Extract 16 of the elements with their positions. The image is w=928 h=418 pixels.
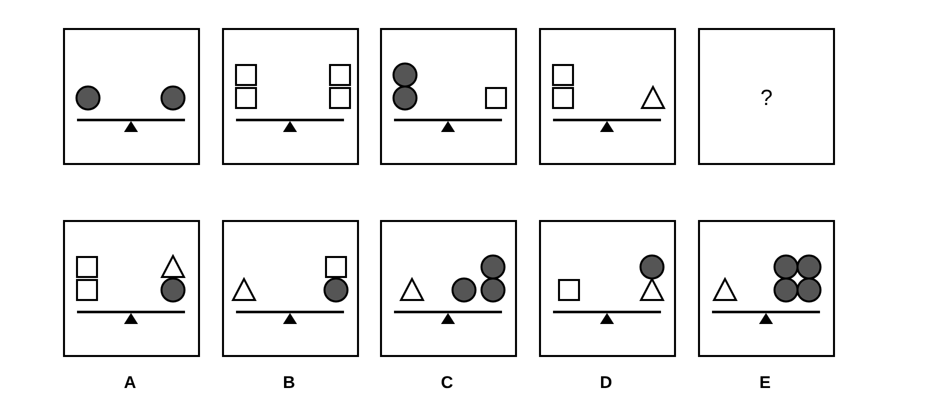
puzzle-panel	[380, 28, 517, 165]
option-letter: B	[282, 373, 296, 393]
puzzle-panel	[63, 220, 200, 357]
option-letter: C	[440, 373, 454, 393]
puzzle-panel	[539, 28, 676, 165]
puzzle-panel	[698, 28, 835, 165]
puzzle-panel	[380, 220, 517, 357]
puzzle-panel	[222, 28, 359, 165]
option-letter: A	[122, 373, 138, 393]
puzzle-panel	[222, 220, 359, 357]
puzzle-panel	[698, 220, 835, 357]
puzzle-panel	[539, 220, 676, 357]
puzzle-panel	[63, 28, 200, 165]
option-letter: E	[758, 373, 772, 393]
option-letter: D	[598, 373, 614, 393]
question-mark: ?	[759, 85, 774, 111]
